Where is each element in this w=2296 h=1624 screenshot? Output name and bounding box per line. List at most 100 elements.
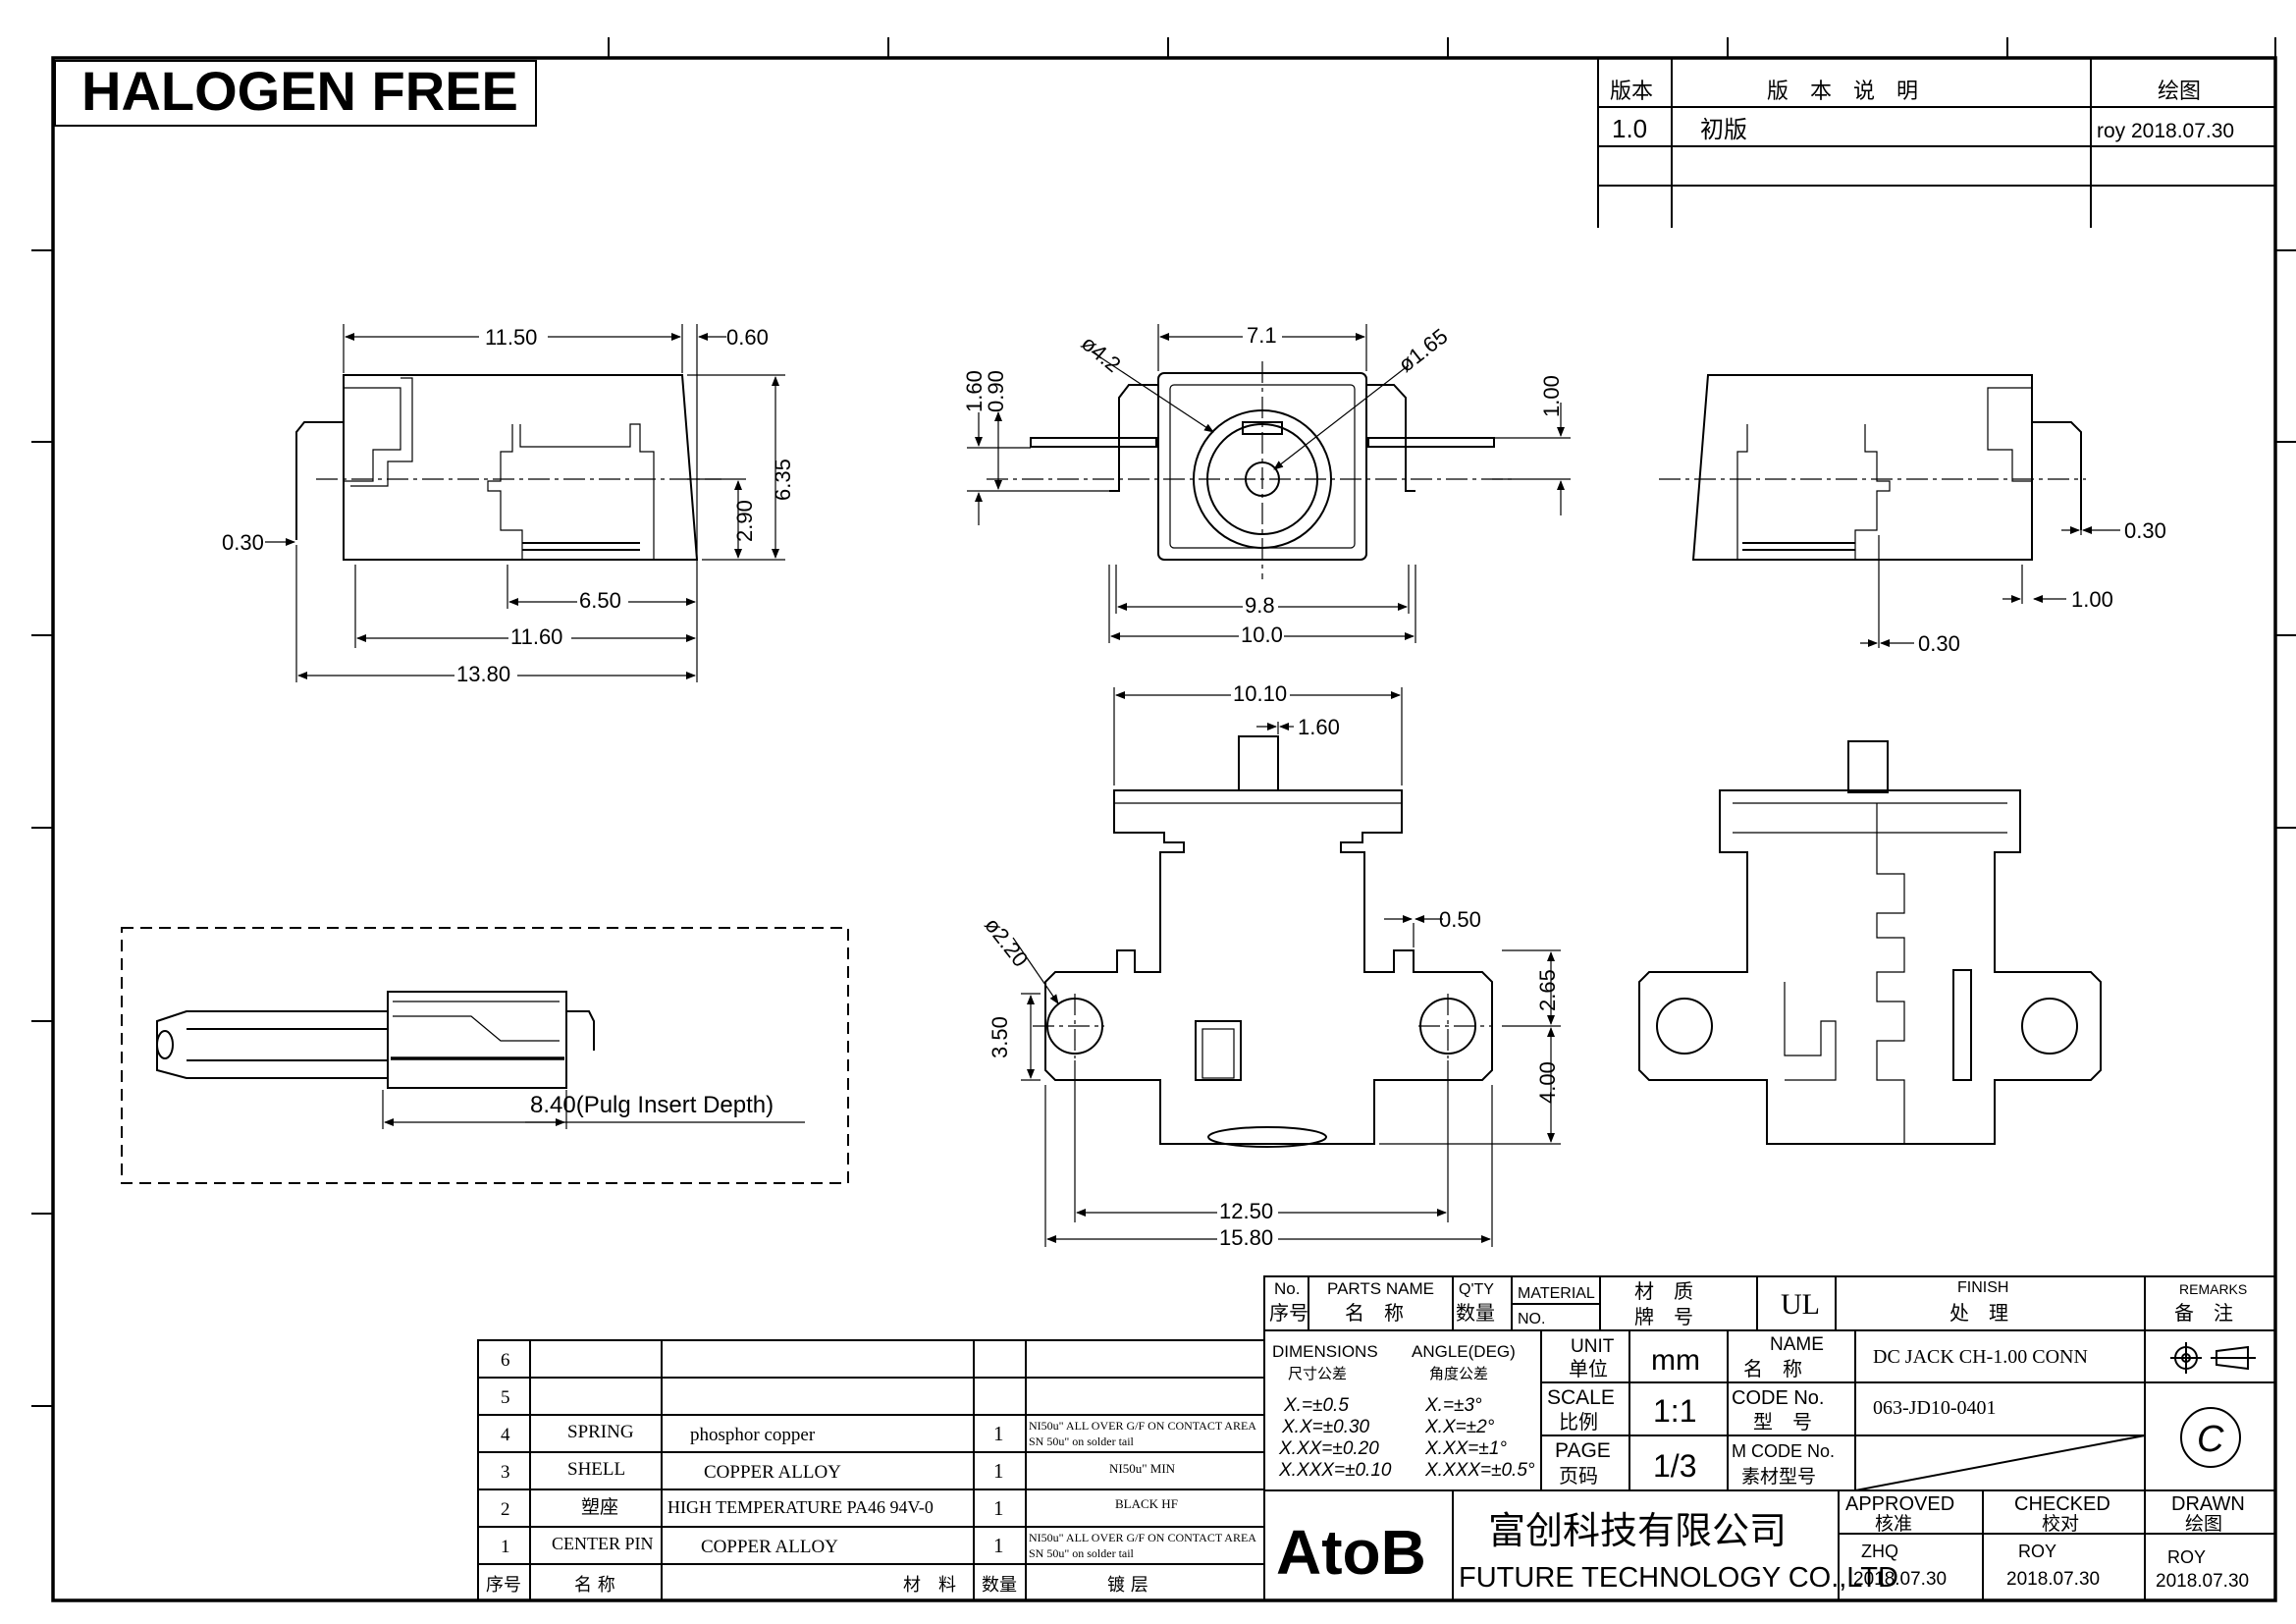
tb-finish-en: FINISH xyxy=(1957,1279,2008,1296)
rev-drawn-header: 绘图 xyxy=(2158,80,2201,104)
bottom-view xyxy=(1638,740,2102,1145)
tb-lin-tol-2: X.XX=±0.20 xyxy=(1278,1438,1379,1459)
side-view-right-dimlines xyxy=(1860,526,2120,647)
projection-symbol-icon xyxy=(2170,1342,2256,1374)
bom-row1-no: 1 xyxy=(501,1537,510,1557)
bom-row1-name: CENTER PIN xyxy=(552,1534,654,1553)
tb-name-value: DC JACK CH-1.00 CONN xyxy=(1873,1346,2088,1368)
dim-dia-2-20: ø2.20 xyxy=(980,913,1033,972)
rev-desc: 初版 xyxy=(1700,116,1747,143)
front-view xyxy=(967,324,1571,643)
dim-0-30-left: 0.30 xyxy=(222,530,264,555)
dim-1-60-top: 1.60 xyxy=(1298,715,1340,739)
dim-12-50: 12.50 xyxy=(1219,1199,1273,1223)
title-block xyxy=(1263,1275,2276,1601)
dim-11-60: 11.60 xyxy=(510,624,562,649)
dim-3-50: 3.50 xyxy=(988,1016,1012,1058)
tb-checked-date: 2018.07.30 xyxy=(2006,1569,2100,1590)
halogen-free-banner: HALOGEN FREE xyxy=(54,60,537,127)
tb-ang-tol-1: X.X=±2° xyxy=(1424,1417,1495,1437)
tb-code-en: CODE No. xyxy=(1732,1387,1824,1409)
side-view-left xyxy=(295,324,785,682)
dim-0-50: 0.50 xyxy=(1439,907,1481,932)
tb-ang-tol-3: X.XXX=±0.5° xyxy=(1424,1460,1535,1481)
company-logo: AtoB xyxy=(1276,1517,1426,1588)
bom-row2-plating: BLACK HF xyxy=(1115,1496,1178,1511)
dim-10-0: 10.0 xyxy=(1241,623,1283,647)
dim-1-00-right: 1.00 xyxy=(2071,587,2113,612)
tb-checked-cn: 校对 xyxy=(2042,1513,2079,1535)
bom-header-material: 材 料 xyxy=(903,1575,956,1596)
bom-row2-name: 塑座 xyxy=(581,1496,618,1518)
sheet-border xyxy=(51,56,2277,1602)
tb-checked-en: CHECKED xyxy=(2014,1493,2110,1515)
tb-code-cn: 型 号 xyxy=(1753,1410,1812,1434)
dim-13-80: 13.80 xyxy=(456,662,510,686)
tb-unit-cn: 单位 xyxy=(1569,1357,1608,1380)
tb-unit-en: UNIT xyxy=(1571,1336,1615,1357)
tb-no-en: No. xyxy=(1274,1279,1300,1298)
dim-6-35: 6.35 xyxy=(771,459,795,501)
tb-checked-who: ROY xyxy=(2018,1542,2056,1561)
dim-0-60: 0.60 xyxy=(726,325,769,350)
company-name-en: FUTURE TECHNOLOGY CO.,LTD xyxy=(1459,1562,1898,1594)
tb-scale-cn: 比例 xyxy=(1559,1410,1598,1434)
tb-ang-en: ANGLE(DEG) xyxy=(1412,1342,1516,1361)
tb-no-cn: 序号 xyxy=(1269,1301,1308,1325)
dim-10-10: 10.10 xyxy=(1233,681,1287,706)
tb-parts-cn: 名 称 xyxy=(1345,1301,1404,1325)
tb-scale-en: SCALE xyxy=(1547,1386,1615,1409)
tb-page-value: 1/3 xyxy=(1653,1448,1696,1484)
tb-approved-en: APPROVED xyxy=(1845,1493,1954,1515)
bom-row3-name: SHELL xyxy=(567,1459,625,1480)
dim-15-80: 15.80 xyxy=(1219,1225,1273,1250)
dim-0-90: 0.90 xyxy=(984,370,1008,412)
bom-header-name: 名 称 xyxy=(574,1575,615,1596)
tb-qty-cn: 数量 xyxy=(1456,1301,1495,1325)
tb-mat-no-cn: 牌 号 xyxy=(1634,1305,1693,1328)
tb-lin-tol-3: X.XXX=±0.10 xyxy=(1278,1460,1392,1481)
revision-table: 版本 版 本 说 明 绘图 1.0 初版 roy 2018.07.30 xyxy=(1597,58,2275,228)
rev-desc-header: 版 本 说 明 xyxy=(1767,80,1918,104)
dim-4-00: 4.00 xyxy=(1535,1061,1560,1104)
tb-mcode-cn: 素材型号 xyxy=(1741,1466,1816,1488)
bom-row1-material: COPPER ALLOY xyxy=(701,1537,838,1557)
tb-remarks-cn: 备 注 xyxy=(2174,1301,2233,1325)
tb-approved-date: 2018.07.30 xyxy=(1853,1569,1947,1590)
tb-mcode-en: M CODE No. xyxy=(1732,1441,1835,1461)
tb-approved-cn: 核准 xyxy=(1875,1513,1912,1535)
dim-dia-4-2: ø4.2 xyxy=(1077,331,1126,377)
tb-page-en: PAGE xyxy=(1555,1439,1611,1462)
tb-ang-cn: 角度公差 xyxy=(1429,1365,1488,1382)
tb-unit-value: mm xyxy=(1651,1344,1700,1377)
bom-row3-material: COPPER ALLOY xyxy=(704,1462,841,1483)
bom-row3-qty: 1 xyxy=(993,1459,1004,1483)
bom-row3-plating: NI50u" MIN xyxy=(1109,1461,1176,1476)
dim-6-50: 6.50 xyxy=(579,588,621,613)
bom-row6-no: 6 xyxy=(501,1350,510,1371)
bom-row1-qty: 1 xyxy=(993,1534,1004,1557)
border-ticks xyxy=(31,37,2296,1407)
dim-11-50: 11.50 xyxy=(485,325,537,350)
bom-row5-no: 5 xyxy=(501,1387,510,1408)
tb-approved-who: ZHQ xyxy=(1861,1542,1898,1561)
tb-drawn-who: ROY xyxy=(2167,1547,2206,1567)
bom-row2-material: HIGH TEMPERATURE PA46 94V-0 xyxy=(667,1497,934,1517)
halogen-free-text: HALOGEN FREE xyxy=(81,60,518,122)
dim-2-90: 2.90 xyxy=(732,500,757,542)
tb-page-cn: 页码 xyxy=(1559,1464,1598,1488)
tb-finish-cn: 处 理 xyxy=(1949,1301,2008,1325)
tb-material-en: MATERIAL xyxy=(1518,1285,1595,1302)
side-view-right xyxy=(1659,374,2086,648)
bom-row4-name: SPRING xyxy=(567,1422,634,1442)
top-view-dimlines xyxy=(1012,691,1555,1243)
front-view-dimlines xyxy=(975,333,1565,640)
tb-drawn-cn: 绘图 xyxy=(2185,1513,2222,1535)
dim-7-1: 7.1 xyxy=(1247,323,1277,348)
tb-dim-cn: 尺寸公差 xyxy=(1288,1365,1347,1382)
bom-table xyxy=(477,1339,1265,1601)
tb-dim-en: DIMENSIONS xyxy=(1272,1342,1378,1361)
rev-header: 版本 xyxy=(1610,80,1653,104)
top-view xyxy=(1021,687,1561,1247)
